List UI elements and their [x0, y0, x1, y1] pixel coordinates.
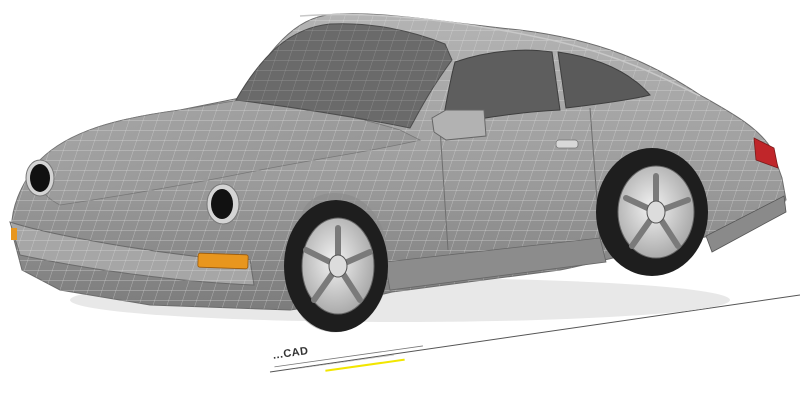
rear-bumper [705, 195, 787, 253]
side-window-rear [557, 51, 651, 109]
headlight-left [25, 159, 55, 197]
door-handle [555, 139, 579, 149]
turn-signal-left [11, 228, 17, 240]
front-wheel [284, 192, 389, 333]
roof-line [299, 13, 701, 97]
headlight-right [206, 183, 240, 225]
tail-light [753, 137, 779, 169]
cad-logo-lines [274, 345, 423, 372]
windshield-wire [236, 23, 452, 128]
side-window-front [441, 49, 561, 127]
turn-signal-right [197, 252, 249, 270]
rear-wheel [596, 148, 708, 276]
front-bumper-wire [10, 222, 254, 285]
side-mirror [431, 109, 487, 141]
cad-logo-watermark: ...CAD [272, 326, 445, 383]
ground-line [269, 294, 800, 373]
hood-wire [36, 100, 420, 205]
rocker-panel [384, 237, 607, 291]
